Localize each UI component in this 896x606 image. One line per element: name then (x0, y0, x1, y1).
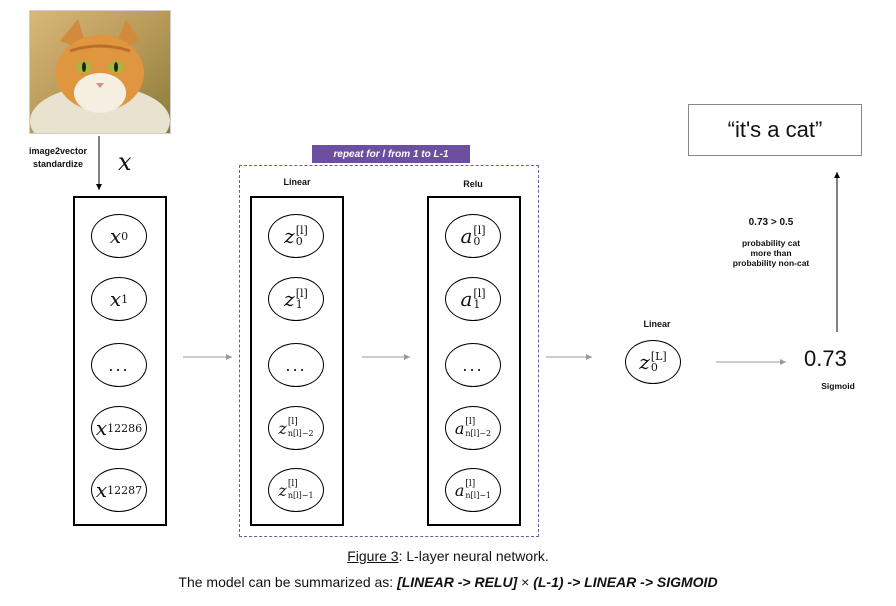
input-node-ellipsis: ... (91, 343, 147, 387)
image2vector-label: image2vector (28, 146, 88, 156)
sigmoid-label: Sigmoid (821, 381, 855, 391)
standardize-label: standardize (32, 159, 83, 169)
linear-node-1: z [l]1 (268, 277, 324, 321)
linear-layer-title: Linear (283, 177, 311, 187)
threshold-comparison: 0.73 > 0.5 (748, 217, 794, 228)
explanation-line-2: more than (750, 248, 792, 258)
figure-label: Figure 3 (347, 548, 399, 564)
linear-node-0: z [l]0 (268, 214, 324, 258)
summary-part2: (L-1) -> LINEAR -> SIGMOID (533, 574, 718, 590)
relu-node-1: a [l]1 (445, 277, 501, 321)
model-summary: The model can be summarized as: [LINEAR … (0, 574, 896, 590)
relu-layer-title: Relu (463, 179, 483, 189)
cat-image-graphic (30, 11, 170, 133)
probability-explanation: 0.73 > 0.5 probability cat more than pro… (716, 217, 826, 269)
output-value: 0.73 (804, 346, 847, 371)
relu-node-ellipsis: ... (445, 343, 501, 387)
result-box: “it's a cat” (688, 104, 862, 156)
final-linear-node: z [L]0 (625, 340, 681, 384)
linear-node-n-minus-2: z [l]n[l]−2 (268, 406, 324, 450)
relu-node-n-minus-1: a [l]n[l]−1 (445, 468, 501, 512)
summary-part1: [LINEAR -> RELU] (397, 574, 518, 590)
final-linear-title: Linear (643, 319, 671, 329)
preprocess-label: image2vector standardize (16, 145, 100, 171)
repeat-banner: repeat for l from 1 to L-1 (312, 145, 470, 163)
input-x-symbol: x (118, 148, 132, 176)
explanation-line-3: probability non-cat (732, 258, 810, 268)
figure-text: : L-layer neural network. (398, 548, 549, 564)
figure-caption: Figure 3: L-layer neural network. (0, 548, 896, 564)
repeat-region (239, 165, 539, 537)
cat-photo (29, 10, 171, 134)
relu-node-0: a [l]0 (445, 214, 501, 258)
explanation-line-1: probability cat (741, 238, 801, 248)
linear-node-ellipsis: ... (268, 343, 324, 387)
relu-node-n-minus-2: a [l]n[l]−2 (445, 406, 501, 450)
summary-prefix: The model can be summarized as: (178, 574, 398, 590)
summary-times: × (517, 574, 534, 590)
linear-node-n-minus-1: z [l]n[l]−1 (268, 468, 324, 512)
